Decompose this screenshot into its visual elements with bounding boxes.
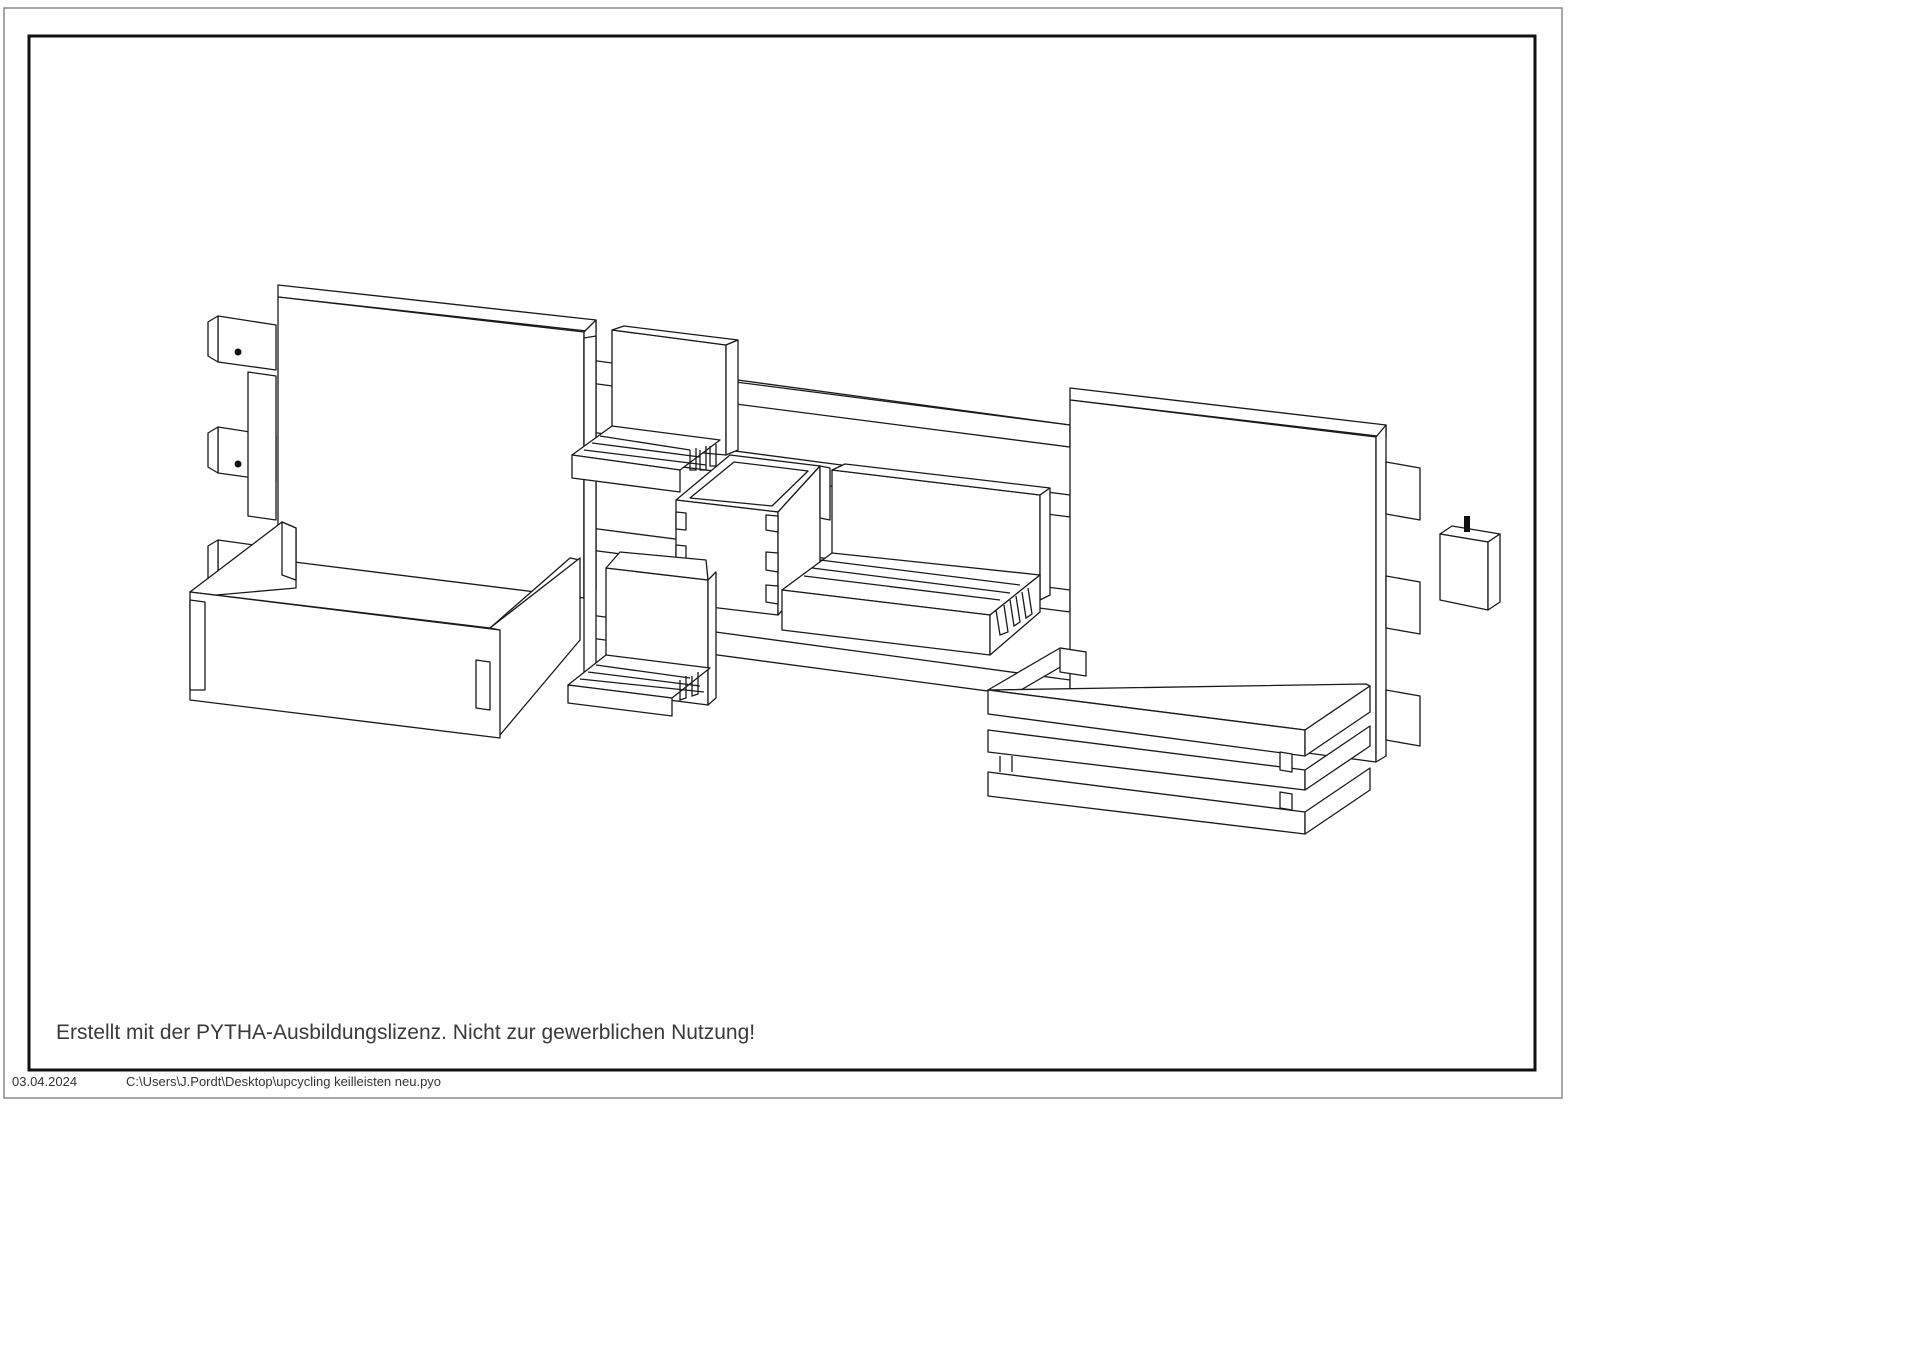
right-crate — [987, 647, 1371, 835]
upper-small-shelf — [571, 325, 739, 493]
footer-date: 03.04.2024 — [12, 1074, 78, 1089]
pin — [1464, 516, 1470, 532]
loose-block — [1439, 516, 1501, 611]
left-box — [189, 521, 581, 739]
drawing-sheet — [3, 7, 1563, 1099]
lower-small-shelf — [567, 551, 717, 717]
left-back-board — [277, 284, 597, 599]
left-mounting-tabs — [207, 315, 277, 581]
screw-hole — [234, 348, 242, 356]
outer-border — [3, 7, 1563, 1099]
drawing-frame — [27, 34, 1537, 1072]
wall-shelf-drawing — [189, 284, 1501, 835]
screw-hole — [234, 460, 242, 468]
middle-shelf — [781, 463, 1051, 656]
right-back-board — [1069, 387, 1387, 763]
footer-file-path: C:\Users\J.Pordt\Desktop\upcycling keill… — [126, 1074, 442, 1089]
license-notice: Erstellt mit der PYTHA-Ausbildungslizenz… — [56, 1021, 756, 1044]
center-post — [583, 335, 597, 703]
right-mounting-tabs — [1385, 461, 1421, 747]
